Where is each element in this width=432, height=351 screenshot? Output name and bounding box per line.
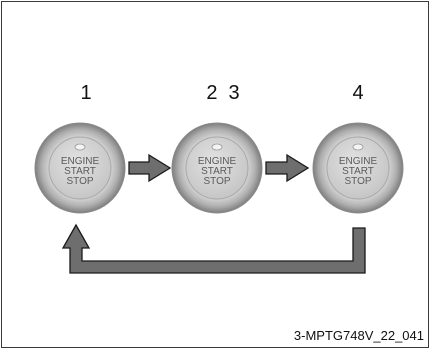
button-3-label-engine: ENGINE [339, 156, 378, 167]
engine-start-stop-button-3: ENGINE START STOP [312, 122, 404, 214]
button-2-label-start: START [201, 166, 233, 177]
step-label-1: 1 [80, 82, 91, 104]
button-3-label-stop: STOP [344, 176, 371, 187]
figure-reference-code: 3-MPTG748V_22_041 [293, 328, 424, 343]
engine-start-stop-button-2: ENGINE START STOP [171, 122, 263, 214]
button-1-label-stop: STOP [66, 176, 93, 187]
button-2-label-stop: STOP [203, 176, 230, 187]
button-3-label-start: START [342, 166, 374, 177]
return-arrow-4-to-1 [61, 223, 366, 274]
engine-start-stop-button-1: ENGINE START STOP [34, 122, 126, 214]
button-2-label-engine: ENGINE [198, 156, 237, 167]
arrow-right-2-to-4 [265, 153, 310, 183]
step-label-4: 4 [352, 82, 363, 104]
arrow-right-1-to-2 [128, 153, 172, 183]
button-1-label-start: START [64, 166, 96, 177]
step-label-2-3: 2 3 [206, 82, 239, 104]
diagram-frame [1, 1, 429, 348]
button-1-label-engine: ENGINE [61, 156, 100, 167]
